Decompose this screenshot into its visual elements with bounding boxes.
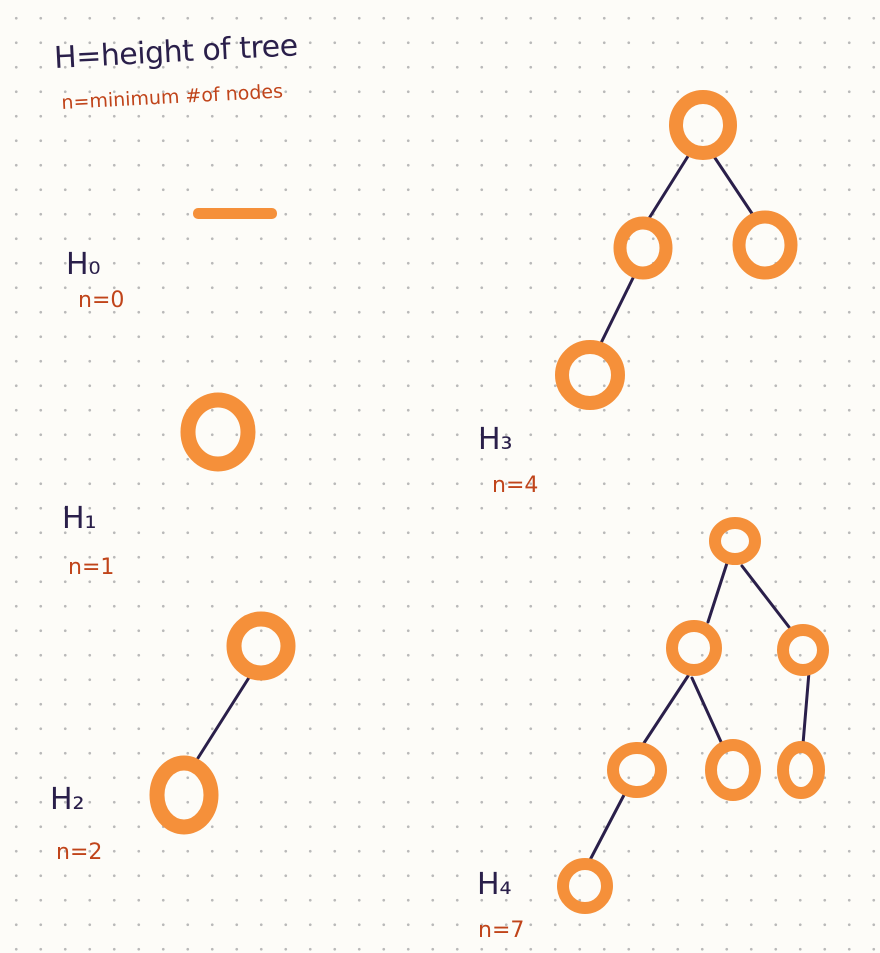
tree-h2-edge (196, 674, 252, 760)
tree-h4-node (666, 620, 722, 676)
tree-h4-node (777, 624, 829, 676)
tree-h4-edge (706, 558, 730, 624)
tree-h2-node-count: n=2 (56, 840, 103, 865)
tree-h4-edge (801, 670, 811, 746)
tree-h4-node (709, 517, 761, 565)
tree-h0-node-count: n=0 (78, 288, 125, 313)
tree-h3-node (732, 210, 798, 280)
tree-h1-node (180, 392, 256, 472)
tree-h3-height-label: H₃ (478, 422, 513, 457)
tree-h4-node (607, 742, 667, 798)
tree-h3-edge (599, 276, 635, 345)
tree-h2-node (149, 755, 219, 835)
tree-h3-edge (711, 153, 757, 220)
tree-h3-node (555, 340, 625, 410)
tree-h4-edge (640, 674, 690, 748)
tree-h0-height-label: H₀ (66, 247, 101, 282)
tree-h4-node (557, 858, 613, 914)
tree-h4-edge (690, 676, 724, 746)
tree-h1-node-count: n=1 (68, 555, 115, 580)
tree-h4-node (705, 739, 761, 801)
tree-h3-node (669, 90, 737, 160)
tree-h4-edge (740, 564, 791, 629)
tree-h4-height-label: H₄ (477, 867, 512, 902)
tree-h1-height-label: H₁ (62, 501, 97, 536)
tree-h2-height-label: H₂ (50, 782, 85, 817)
tree-h4-edge (588, 793, 626, 862)
tree-h2-node (226, 611, 296, 681)
tree-h3-node (613, 216, 673, 280)
tree-h3-node-count: n=4 (492, 473, 539, 498)
tree-h0-empty-dash (193, 208, 277, 219)
tree-h3-edge (646, 151, 692, 222)
tree-h4-node (777, 741, 825, 799)
tree-h4-node-count: n=7 (478, 918, 525, 943)
